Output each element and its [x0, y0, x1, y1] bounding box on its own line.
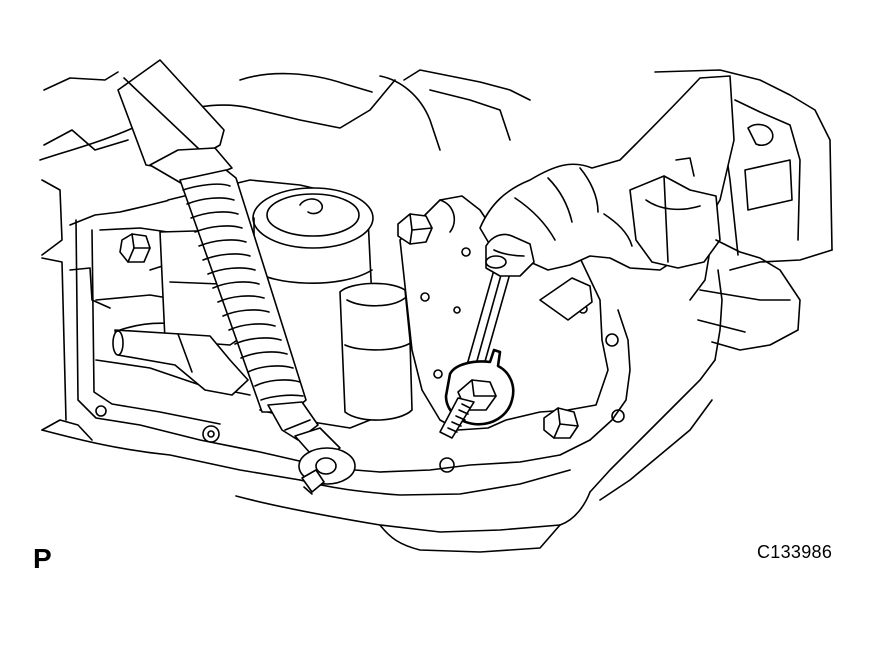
gloved-hand-icon [479, 75, 801, 351]
rubber-boot [179, 169, 307, 413]
threaded-stud [439, 397, 475, 439]
shift-cable [117, 59, 356, 495]
figure-code: C133986 [757, 542, 833, 562]
view-label: P [33, 543, 52, 574]
